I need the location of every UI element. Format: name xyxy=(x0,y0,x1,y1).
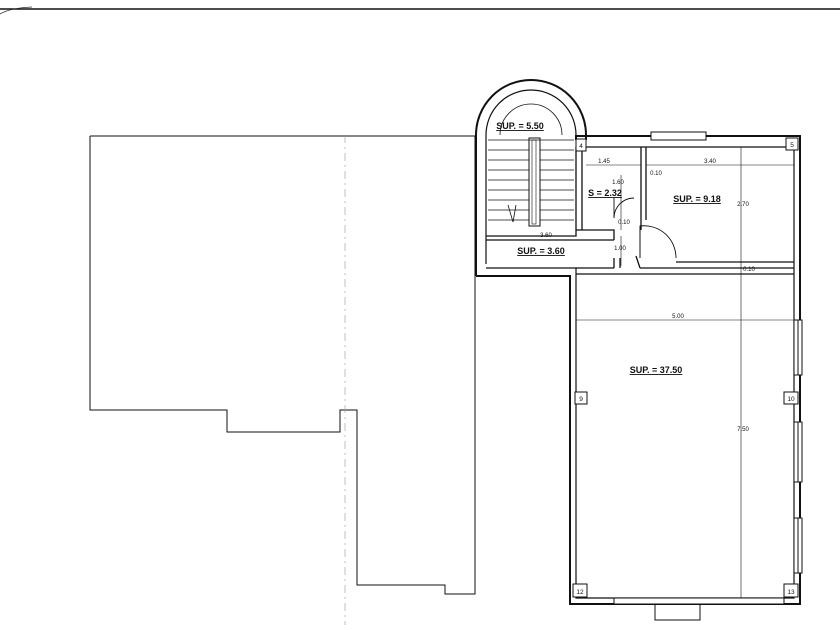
windows-right xyxy=(793,319,803,574)
stair-steps xyxy=(488,137,574,227)
stair-tower-outer-wall xyxy=(475,79,587,276)
entrance-step xyxy=(654,604,701,621)
interior-walls xyxy=(486,147,794,275)
sheet-corner-mark xyxy=(0,6,33,15)
dim-label-7-50: 7.50 xyxy=(737,427,749,433)
dim-label-1-00: 1.00 xyxy=(614,246,626,252)
column-10 xyxy=(783,391,799,405)
column-markers xyxy=(572,137,799,598)
stair-landing-arc xyxy=(499,103,563,136)
column-13 xyxy=(783,583,799,598)
column-label-10: 10 xyxy=(787,396,795,403)
area-label-room: SUP. = 9.18 xyxy=(673,194,721,204)
column-12 xyxy=(572,583,588,598)
area-label-bath: S = 2.32 xyxy=(588,188,622,198)
dim-label-5-00: 5.00 xyxy=(672,314,684,320)
dim-label-3-40: 3.40 xyxy=(704,159,716,165)
dim-label-0-10-a: 0.10 xyxy=(650,171,662,177)
doors xyxy=(613,197,677,259)
column-label-12: 12 xyxy=(576,589,584,596)
dim-label-1-60: 1.60 xyxy=(612,180,624,186)
column-label-5: 5 xyxy=(790,142,794,149)
dim-label-0-10-b: 0.10 xyxy=(618,220,630,226)
area-label-hall: SUP. = 3.60 xyxy=(517,246,565,256)
stair-tower-inner-wall xyxy=(485,89,577,264)
area-label-stair: SUP. = 5.50 xyxy=(496,121,544,131)
column-4 xyxy=(575,138,587,152)
dim-label-2-70: 2.70 xyxy=(737,202,749,208)
column-5 xyxy=(785,137,799,151)
column-label-13: 13 xyxy=(787,589,795,596)
adjacent-building-outline xyxy=(89,135,476,595)
dim-label-1-45: 1.45 xyxy=(598,159,610,165)
dimension-lines xyxy=(486,147,794,598)
dim-label-3-60: 3.60 xyxy=(540,233,552,239)
column-9 xyxy=(574,391,588,405)
area-label-main: SUP. = 37.50 xyxy=(630,365,683,375)
window-top xyxy=(650,131,707,141)
column-label-9: 9 xyxy=(579,396,583,403)
column-label-4: 4 xyxy=(579,143,583,150)
dim-label-0-10-c: 0.10 xyxy=(743,267,755,273)
window-bottom xyxy=(613,597,785,605)
